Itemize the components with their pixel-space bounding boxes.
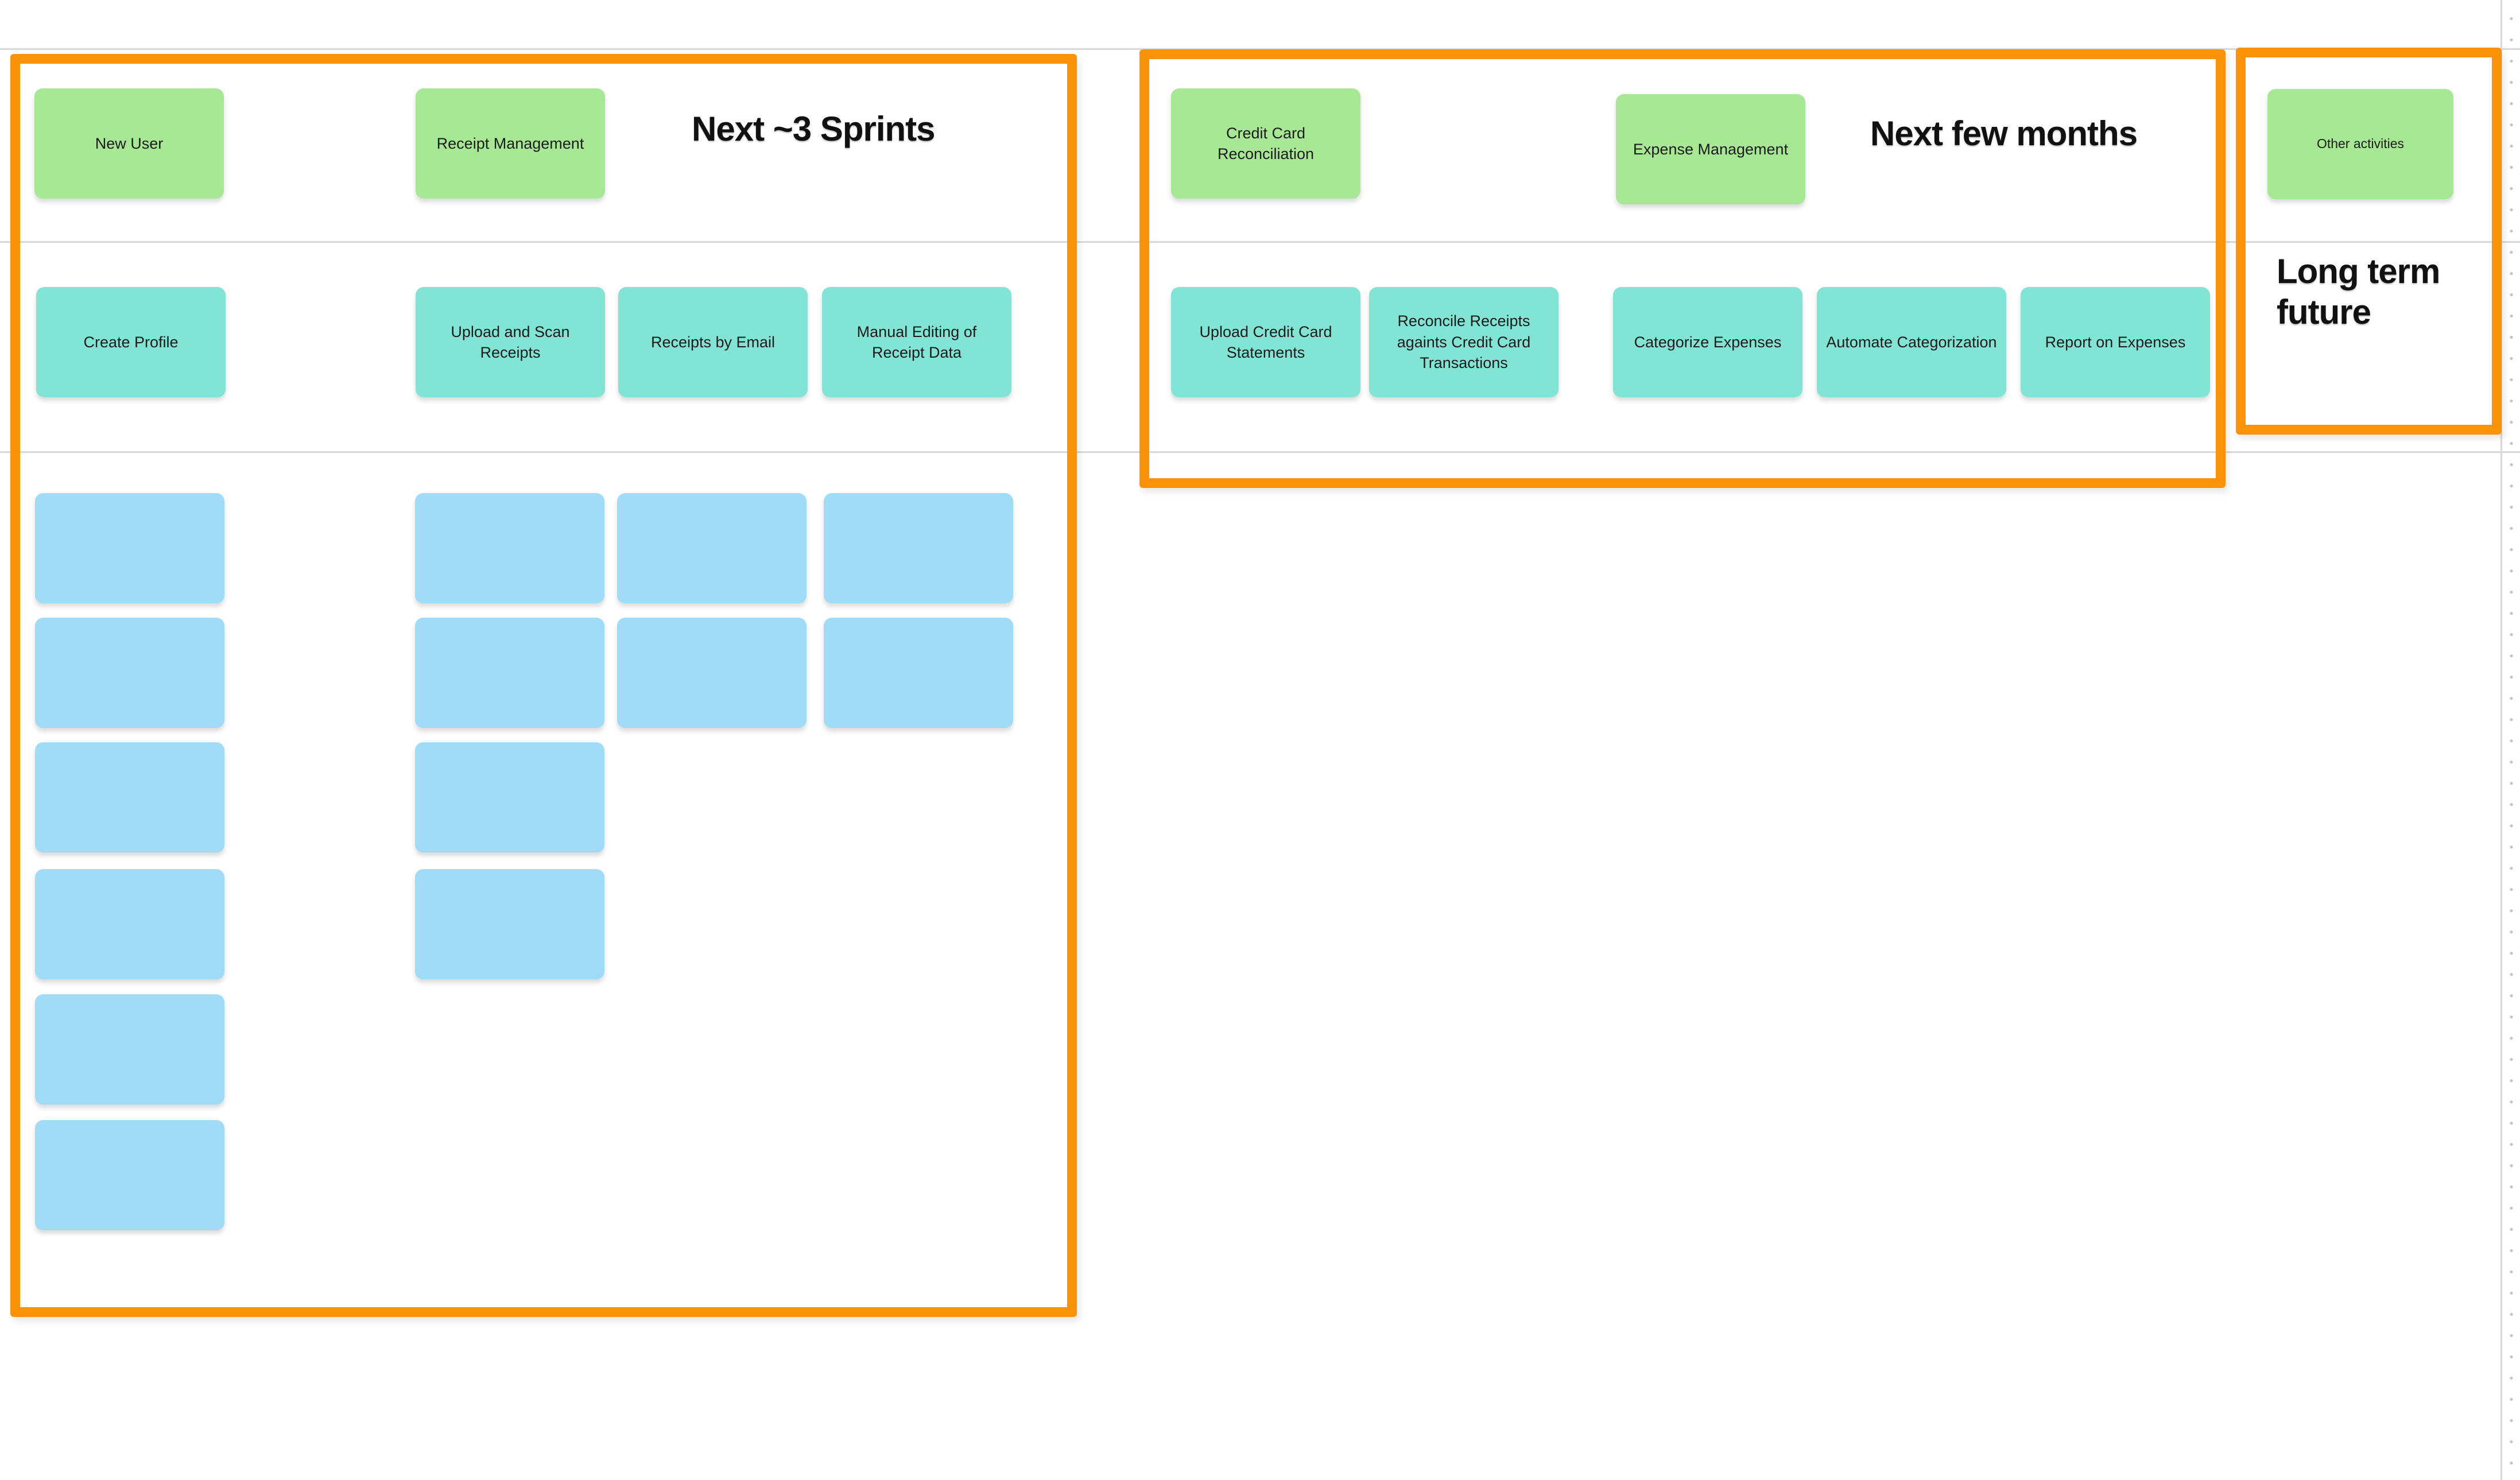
sticky-blue-empty[interactable] bbox=[824, 618, 1013, 728]
sticky-categorize-expenses[interactable]: Categorize Expenses bbox=[1613, 287, 1802, 397]
sticky-receipt-management[interactable]: Receipt Management bbox=[416, 88, 605, 199]
sticky-manual-editing-of-receipt-data[interactable]: Manual Editing of Receipt Data bbox=[822, 287, 1011, 397]
sticky-receipts-by-email[interactable]: Receipts by Email bbox=[618, 287, 808, 397]
frame-next-few-months[interactable] bbox=[1139, 49, 2226, 488]
frame-next-3-sprints[interactable] bbox=[10, 54, 1077, 1317]
sticky-upload-and-scan-receipts[interactable]: Upload and Scan Receipts bbox=[416, 287, 605, 397]
grid-line-vertical-right bbox=[2500, 0, 2502, 1480]
sticky-blue-empty[interactable] bbox=[35, 493, 224, 603]
sticky-blue-empty[interactable] bbox=[415, 742, 604, 853]
sticky-blue-empty[interactable] bbox=[35, 869, 224, 979]
grid-line-horizontal-middle bbox=[0, 241, 2520, 243]
sticky-blue-empty[interactable] bbox=[35, 1120, 224, 1230]
sticky-blue-empty[interactable] bbox=[617, 618, 807, 728]
sticky-credit-card-reconciliation[interactable]: Credit Card Reconciliation bbox=[1171, 88, 1360, 199]
sticky-blue-empty[interactable] bbox=[415, 869, 604, 979]
sticky-blue-empty[interactable] bbox=[35, 742, 224, 853]
sticky-create-profile[interactable]: Create Profile bbox=[36, 287, 226, 397]
sticky-blue-empty[interactable] bbox=[824, 493, 1013, 603]
grid-line-horizontal-bottom bbox=[0, 451, 2520, 453]
grid-line-horizontal-top bbox=[0, 48, 2520, 50]
sticky-other-activities[interactable]: Other activities bbox=[2267, 89, 2453, 199]
sticky-blue-empty[interactable] bbox=[415, 618, 604, 728]
sticky-automate-categorization[interactable]: Automate Categorization bbox=[1817, 287, 2006, 397]
sticky-reconcile-receipts[interactable]: Reconcile Receipts againts Credit Card T… bbox=[1369, 287, 1558, 397]
sticky-blue-empty[interactable] bbox=[35, 994, 224, 1105]
sticky-blue-empty[interactable] bbox=[35, 618, 224, 728]
sticky-blue-empty[interactable] bbox=[415, 493, 604, 603]
sticky-upload-credit-card-statements[interactable]: Upload Credit Card Statements bbox=[1171, 287, 1360, 397]
frame-title-long-term-future[interactable]: Long term future bbox=[2277, 252, 2440, 331]
frame-long-term-future[interactable] bbox=[2236, 48, 2502, 435]
dot-grid-edge bbox=[2507, 0, 2515, 1480]
sticky-report-on-expenses[interactable]: Report on Expenses bbox=[2021, 287, 2210, 397]
sticky-expense-management[interactable]: Expense Management bbox=[1616, 94, 1805, 204]
frame-title-next-few-months[interactable]: Next few months bbox=[1870, 114, 2138, 153]
sticky-blue-empty[interactable] bbox=[617, 493, 807, 603]
sticky-new-user[interactable]: New User bbox=[34, 88, 224, 199]
frame-title-next-3-sprints[interactable]: Next ~3 Sprints bbox=[692, 110, 935, 148]
